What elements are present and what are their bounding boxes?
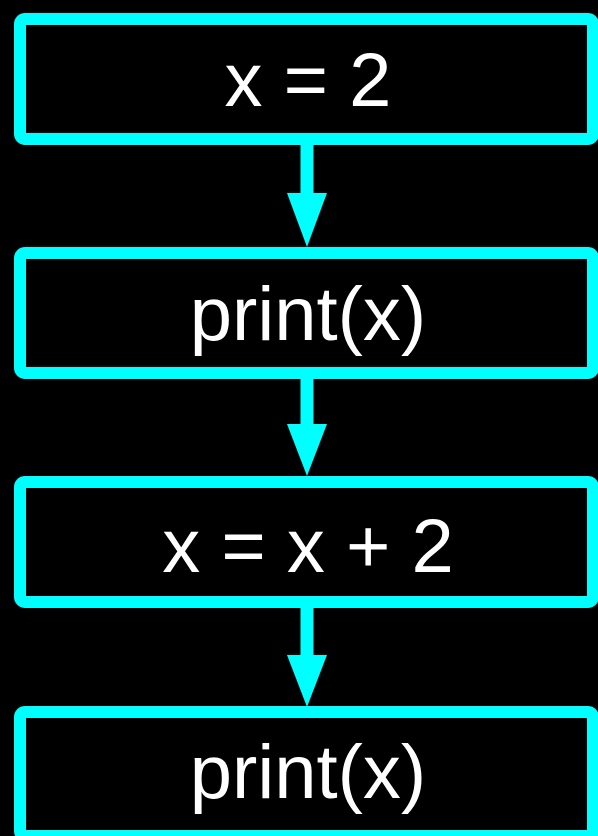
step-4-label: print(x) <box>190 730 426 815</box>
flow-arrow-2-3-head <box>287 424 327 476</box>
flow-arrow-3-4-head <box>287 655 327 707</box>
step-1: x = 2 <box>14 13 598 145</box>
flow-arrow-1-2-head <box>287 193 327 247</box>
step-4: print(x) <box>14 706 598 836</box>
step-2: print(x) <box>14 247 598 379</box>
step-4-box <box>14 706 598 836</box>
flow-arrow-3-4 <box>287 602 327 707</box>
step-3: x = x + 2 <box>14 476 598 608</box>
step-1-label: x = 2 <box>225 38 392 123</box>
step-2-label: print(x) <box>190 272 426 357</box>
step-3-label: x = x + 2 <box>162 504 454 589</box>
flow-arrow-1-2 <box>287 139 327 247</box>
flow-arrow-2-3 <box>287 373 327 476</box>
